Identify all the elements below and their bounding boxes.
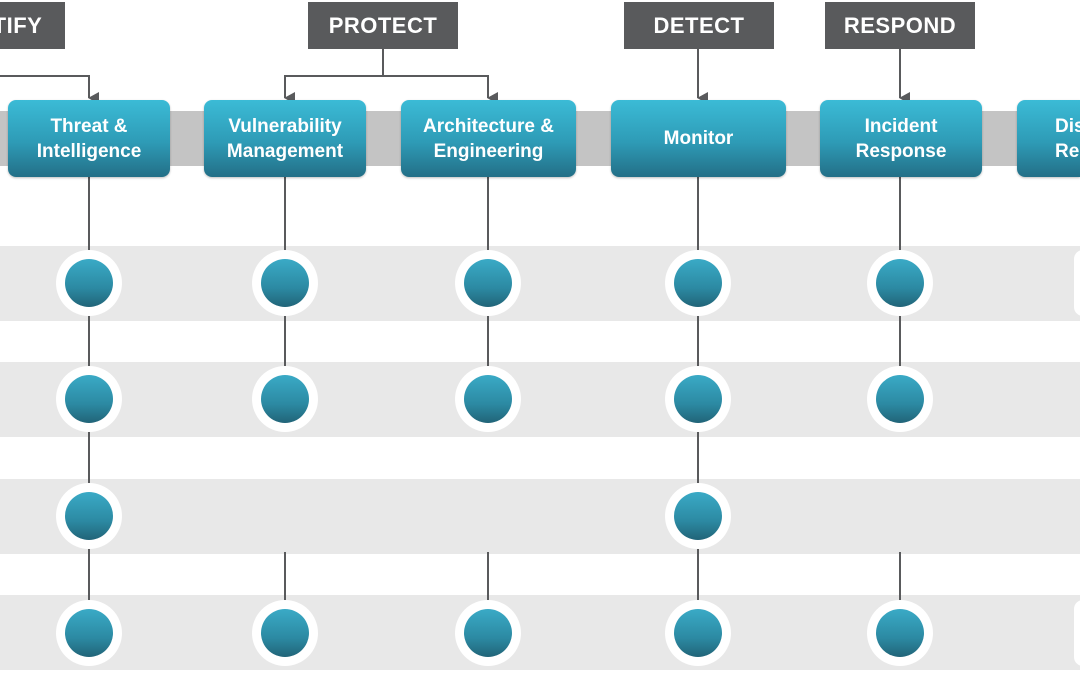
capability-dot-threat-intelligence-row-3 bbox=[56, 483, 122, 549]
function-threat-intelligence: Threat & Intelligence bbox=[8, 100, 170, 177]
function-architecture-engineering-label: Architecture & Engineering bbox=[423, 115, 554, 162]
capability-dot-vulnerability-management-row-2 bbox=[252, 366, 318, 432]
category-detect: DETECT bbox=[624, 2, 774, 49]
function-incident-response: Incident Response bbox=[820, 100, 982, 177]
capability-dot-vulnerability-management-row-1 bbox=[252, 250, 318, 316]
capability-dot-architecture-engineering-row-1 bbox=[455, 250, 521, 316]
capability-dot-disaster-recovery-row-1 bbox=[1074, 250, 1080, 316]
function-disaster-recovery-label: Dis Re bbox=[1055, 115, 1080, 162]
capability-dot-incident-response-row-4 bbox=[867, 600, 933, 666]
category-detect-label: DETECT bbox=[653, 12, 745, 38]
capability-dot-monitor-row-1 bbox=[665, 250, 731, 316]
function-vulnerability-management: Vulnerability Management bbox=[204, 100, 366, 177]
category-identify: TIFY bbox=[0, 2, 65, 49]
arrow-protect-vulnerability bbox=[284, 75, 383, 104]
category-protect: PROTECT bbox=[308, 2, 458, 49]
function-architecture-engineering: Architecture & Engineering bbox=[401, 100, 576, 177]
function-vulnerability-management-label: Vulnerability Management bbox=[226, 115, 344, 162]
capability-dot-monitor-row-4 bbox=[665, 600, 731, 666]
arrow-identify-threat bbox=[0, 75, 99, 104]
capability-dot-disaster-recovery-row-4 bbox=[1074, 600, 1080, 666]
capability-dot-threat-intelligence-row-2 bbox=[56, 366, 122, 432]
function-incident-response-label: Incident Response bbox=[855, 115, 947, 162]
function-monitor: Monitor bbox=[611, 100, 786, 177]
function-threat-intelligence-label: Threat & Intelligence bbox=[36, 115, 142, 162]
capability-dot-threat-intelligence-row-1 bbox=[56, 250, 122, 316]
row-band-3 bbox=[0, 479, 1080, 554]
function-monitor-label: Monitor bbox=[663, 128, 734, 149]
category-identify-label: TIFY bbox=[0, 12, 43, 38]
arrow-protect-architecture bbox=[383, 75, 498, 104]
capability-dot-architecture-engineering-row-2 bbox=[455, 366, 521, 432]
capability-dot-incident-response-row-1 bbox=[867, 250, 933, 316]
capability-dot-vulnerability-management-row-4 bbox=[252, 600, 318, 666]
function-disaster-recovery: Dis Re bbox=[1017, 100, 1080, 177]
category-protect-label: PROTECT bbox=[328, 12, 438, 38]
capability-dot-architecture-engineering-row-4 bbox=[455, 600, 521, 666]
capability-dot-incident-response-row-2 bbox=[867, 366, 933, 432]
category-respond: RESPOND bbox=[825, 2, 975, 49]
category-respond-label: RESPOND bbox=[843, 12, 957, 38]
capability-dot-monitor-row-3 bbox=[665, 483, 731, 549]
capability-dot-monitor-row-2 bbox=[665, 366, 731, 432]
capability-dot-threat-intelligence-row-4 bbox=[56, 600, 122, 666]
